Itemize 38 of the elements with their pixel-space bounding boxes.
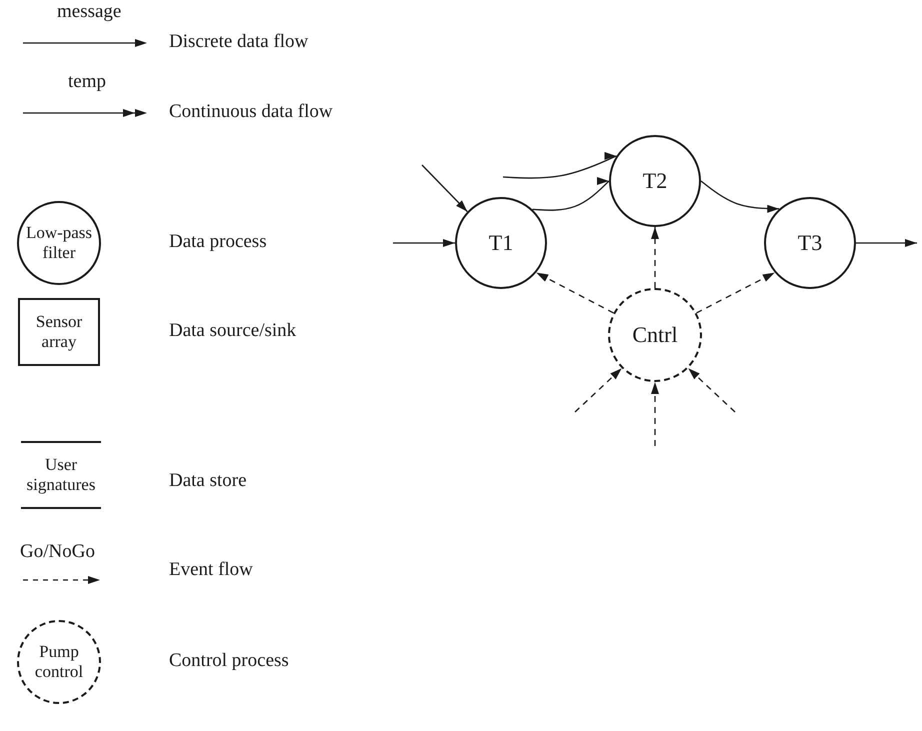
event-flow-arrow — [696, 272, 776, 314]
data-flow-arrow — [422, 164, 468, 212]
control-process-circle — [17, 620, 101, 704]
legend-text: Continuous data flow — [169, 102, 333, 123]
flow-name-label: temp — [68, 72, 106, 93]
process-circle — [17, 201, 101, 285]
node-label: T1 — [488, 230, 514, 256]
process-circle — [455, 197, 547, 289]
legend-text: Discrete data flow — [169, 32, 308, 53]
data-flow-arrow — [393, 239, 455, 247]
process-circle — [764, 197, 856, 289]
legend-text: Event flow — [169, 560, 253, 581]
data-flow-arrow — [856, 239, 917, 247]
node-label: T2 — [642, 168, 668, 194]
data-flow-arrow — [502, 155, 618, 179]
legend-text: Data store — [169, 471, 247, 492]
event-flow-arrow — [688, 368, 736, 412]
event-flow-arrow — [651, 227, 659, 288]
data-flow-arrow — [700, 180, 780, 213]
event-flow-arrow — [574, 368, 622, 412]
flow-name-label: message — [57, 2, 122, 23]
legend-text: Data process — [169, 232, 267, 253]
node-label: Cntrl — [632, 322, 678, 348]
event-flow-arrow — [651, 382, 659, 446]
data-store — [21, 441, 101, 509]
event-flow-arrow — [536, 272, 614, 314]
node-label: T3 — [798, 230, 822, 256]
legend-text: Control process — [169, 651, 289, 672]
legend-text: Data source/sink — [169, 321, 296, 342]
node-label: Low-pass filter — [24, 223, 94, 263]
node-label: Pump control — [34, 642, 84, 682]
node-label: Sensor array — [34, 312, 84, 352]
node-label: User signatures — [26, 455, 96, 495]
process-circle — [609, 135, 701, 227]
flow-name-label: Go/NoGo — [20, 542, 95, 563]
source-sink-box — [18, 298, 100, 366]
control-process-circle — [608, 288, 702, 382]
data-flow-arrow — [532, 180, 610, 211]
